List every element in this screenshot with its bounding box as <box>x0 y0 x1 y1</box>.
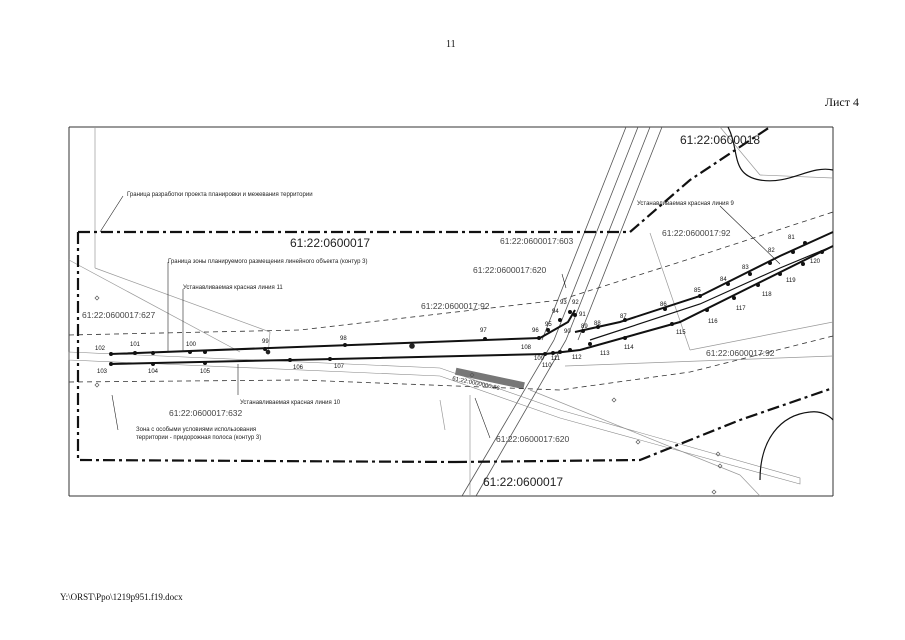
small-buildings <box>265 343 415 355</box>
annotation-special-zone-1: Зона с особыми условиями использования <box>136 427 256 433</box>
point-label-86: 86 <box>660 302 667 308</box>
offset-dashed-lines <box>68 211 834 391</box>
survey-marks <box>94 295 723 495</box>
railway-corridor <box>461 126 663 497</box>
point-label-120: 120 <box>810 259 821 265</box>
point-label-82: 82 <box>768 248 775 254</box>
project-boundary <box>76 126 834 464</box>
point-label-97: 97 <box>480 328 487 334</box>
point-label-85: 85 <box>694 288 701 294</box>
point-label-94: 94 <box>552 309 559 315</box>
point-label-98: 98 <box>340 336 347 342</box>
point-label-117: 117 <box>736 306 746 312</box>
point-label-114: 114 <box>624 345 634 351</box>
point-label-87: 87 <box>620 314 627 320</box>
parcel-label-north: 61:22:0600018 <box>680 133 760 147</box>
point-label-90: 90 <box>564 329 571 335</box>
annotation-project-boundary: Граница разработки проекта планировки и … <box>127 192 313 198</box>
point-label-92: 92 <box>572 300 579 306</box>
annotation-red-line-9: Устанавливаемая красная линия 9 <box>637 201 734 207</box>
parcel-label-627: 61:22:0600017:627 <box>82 310 156 320</box>
annotation-zone-boundary: Граница зоны планируемого размещения лин… <box>168 258 367 265</box>
parcel-label-92-right-top: 61:22:0600017:92 <box>662 228 731 238</box>
point-label-95: 95 <box>545 322 552 328</box>
point-label-93: 93 <box>560 300 567 306</box>
parcel-label-632: 61:22:0600017:632 <box>169 408 243 418</box>
point-label-91: 91 <box>579 312 586 318</box>
annotation-special-zone-2: территории - придорожная полоса (контур … <box>136 435 261 441</box>
sheet-label: Лист 4 <box>824 95 859 109</box>
footer-file-path: Y:\ORST\Ppo\1219p951.f19.docx <box>60 592 183 602</box>
parcel-label-620-top: 61:22:0600017:620 <box>473 265 547 275</box>
point-label-84: 84 <box>720 277 727 283</box>
parcel-label-603: 61:22:0600017:603 <box>500 236 574 246</box>
point-label-96: 96 <box>532 328 539 334</box>
terrain-contours <box>727 126 834 481</box>
point-label-107: 107 <box>334 364 345 370</box>
point-label-108: 108 <box>521 345 532 351</box>
point-label-100: 100 <box>186 342 197 348</box>
point-label-116: 116 <box>708 319 718 325</box>
annotation-red-line-11: Устанавливаемая красная линия 11 <box>183 285 283 291</box>
point-label-103: 103 <box>97 369 108 375</box>
point-label-118: 118 <box>762 292 772 298</box>
parcel-label-620-bottom: 61:22:0600017:620 <box>496 434 570 444</box>
point-label-81: 81 <box>788 235 795 241</box>
point-label-112: 112 <box>572 355 582 361</box>
parcel-label-92-right-bottom: 61:22:0600017:92 <box>706 348 775 358</box>
parcel-label-south: 61:22:0600017 <box>483 475 563 489</box>
parcel-boundaries <box>68 126 834 497</box>
point-label-109: 109 <box>534 356 545 362</box>
red-line-11 <box>109 309 576 355</box>
boundary-vertices <box>109 241 824 366</box>
parcel-label-92-center: 61:22:0600017:92 <box>421 301 490 311</box>
point-label-119: 119 <box>786 278 796 284</box>
point-label-99: 99 <box>262 339 269 345</box>
point-label-115: 115 <box>676 330 686 336</box>
red-line-9-outer <box>589 245 834 341</box>
annotation-red-line-10: Устанавливаемая красная линия 10 <box>240 400 341 406</box>
point-label-83: 83 <box>742 265 749 271</box>
page-number: 11 <box>446 39 456 50</box>
point-label-113: 113 <box>600 351 610 357</box>
point-label-110: 110 <box>542 363 552 369</box>
map-frame <box>68 126 834 497</box>
point-labels: 81 82 83 84 85 86 87 88 89 90 91 92 93 9… <box>95 235 821 375</box>
point-label-102: 102 <box>95 346 106 352</box>
point-label-104: 104 <box>148 369 159 375</box>
point-label-105: 105 <box>200 369 211 375</box>
point-label-111: 111 <box>551 356 561 362</box>
parcel-label-main: 61:22:0600017 <box>290 236 370 250</box>
point-label-101: 101 <box>130 342 141 348</box>
point-label-89: 89 <box>581 324 588 330</box>
point-label-88: 88 <box>594 321 601 327</box>
leader-lines <box>99 195 781 439</box>
point-label-106: 106 <box>293 365 304 371</box>
